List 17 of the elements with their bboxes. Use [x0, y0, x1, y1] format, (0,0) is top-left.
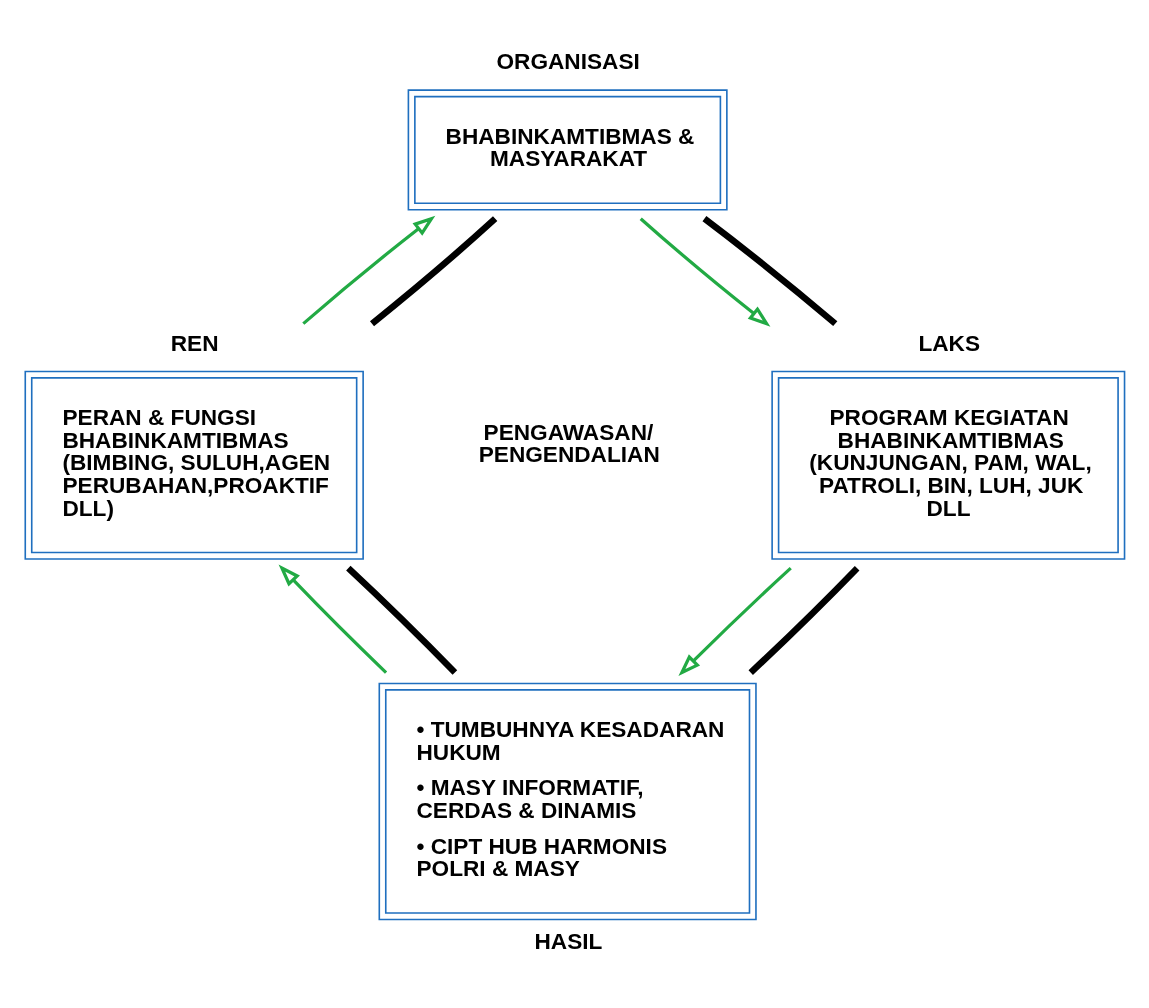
arrow [278, 564, 388, 674]
node-label: HASIL [534, 928, 603, 954]
node-box: BHABINKAMTIBMAS & MASYARAKAT [407, 89, 728, 211]
connector [346, 565, 458, 675]
node-box: PROGRAM KEGIATAN BHABINKAMTIBMAS (KUNJUNGAN, PAM, WAL, PATROLI, BIN, LUH, JUK DLL [771, 370, 1126, 560]
arrow [678, 566, 792, 676]
connector [702, 216, 838, 327]
connector [748, 565, 860, 675]
node-label: REN [170, 330, 219, 356]
node-label: LAKS [918, 330, 981, 356]
node-box: • TUMBUHNYA KESADARAN HUKUM • MASY INFORMATIF, CERDAS & DINAMIS • CIPT HUB HARMONIS POLRI & MASY [378, 682, 757, 921]
node-label: ORGANISASI [496, 49, 640, 75]
connector [369, 216, 498, 327]
arrow [302, 215, 436, 325]
arrow [639, 217, 771, 327]
node-box: PERAN & FUNGSI BHABINKAMTIBMAS (BIMBING, SULUH,AGEN PERUBAHAN,PROAKTIF DLL) [24, 370, 364, 560]
label: PENGAWASAN/ PENGENDALIAN [478, 419, 660, 468]
